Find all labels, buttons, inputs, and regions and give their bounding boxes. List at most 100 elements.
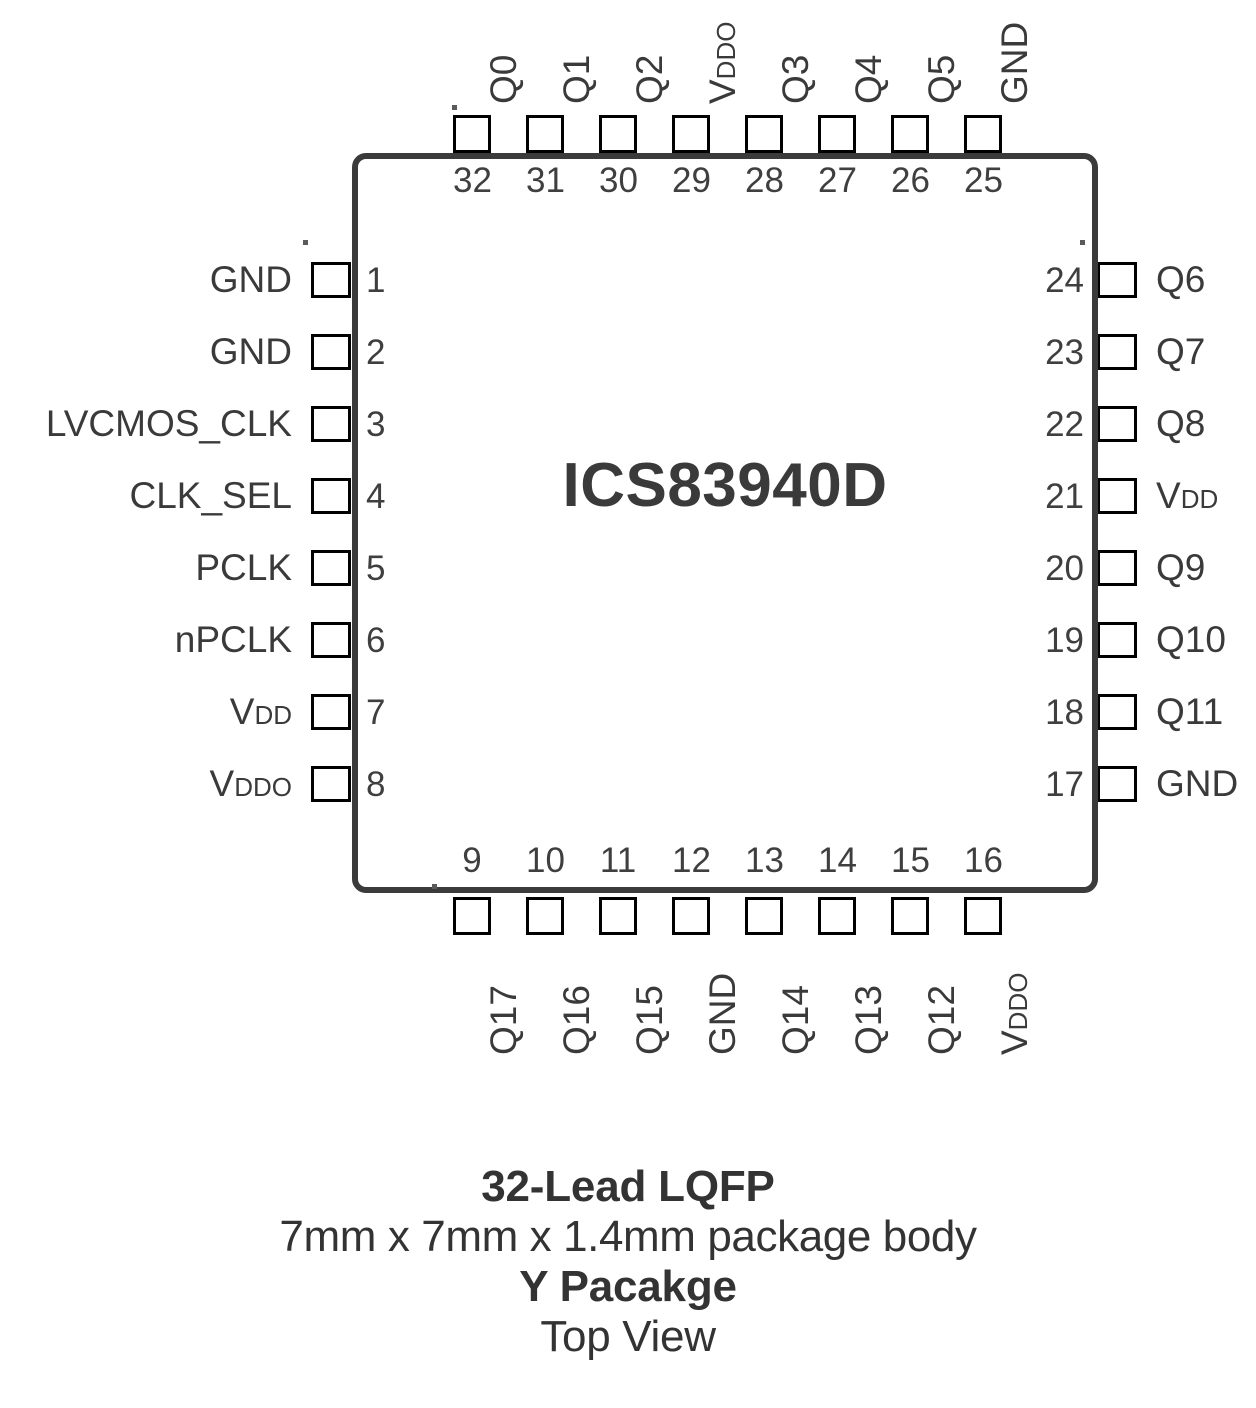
pin-label-3: LVCMOS_CLK: [45, 403, 292, 444]
caption-line-view: Top View: [540, 1312, 716, 1362]
pin-lead-27: [818, 115, 856, 153]
pin-lead-26: [891, 115, 929, 153]
pin-label-28: Q3: [775, 54, 816, 104]
pin-label-13: Q14: [775, 985, 816, 1055]
pin-label-26: Q5: [921, 54, 962, 104]
pin-number-14: 14: [818, 841, 857, 880]
pin-lead-32: [453, 115, 491, 153]
pin-number-21: 21: [1045, 477, 1084, 516]
pin-number-1: 1: [366, 261, 386, 300]
pin-label-6: nPCLK: [174, 619, 292, 660]
pin-number-26: 26: [891, 161, 930, 200]
pin-label-21: VDD: [1156, 475, 1219, 516]
orientation-dot-bottomstrip: [432, 884, 437, 889]
pin-number-32: 32: [453, 161, 492, 200]
pin-label-24: Q6: [1156, 259, 1206, 300]
pin-label-27: Q4: [848, 54, 889, 104]
pin-lead-14: [818, 897, 856, 935]
pin-number-29: 29: [672, 161, 711, 200]
caption-line-lead-count: 32-Lead LQFP: [481, 1162, 775, 1211]
pin1-orientation-dot-topleft: [303, 240, 308, 245]
pin-lead-18: [1097, 694, 1137, 730]
pin-lead-22: [1097, 406, 1137, 442]
pin-label-31: Q1: [556, 54, 597, 104]
pin-number-11: 11: [599, 841, 637, 880]
pin-label-17: GND: [1156, 763, 1239, 804]
pin-number-25: 25: [964, 161, 1003, 200]
pin-label-23: Q7: [1156, 331, 1206, 372]
pin-label-8: VDDO: [209, 763, 292, 804]
pin-number-30: 30: [599, 161, 638, 200]
pin-number-31: 31: [526, 161, 565, 200]
pin-number-20: 20: [1045, 549, 1084, 588]
pin-number-2: 2: [366, 333, 386, 372]
pin-number-15: 15: [891, 841, 930, 880]
pin-lead-5: [311, 550, 351, 586]
pin-number-16: 16: [964, 841, 1003, 880]
pin-lead-21: [1097, 478, 1137, 514]
pin-lead-13: [745, 897, 783, 935]
pin-lead-17: [1097, 766, 1137, 802]
pin-lead-30: [599, 115, 637, 153]
pin-lead-6: [311, 622, 351, 658]
pin-lead-10: [526, 897, 564, 935]
pin-lead-15: [891, 897, 929, 935]
pin-number-7: 7: [366, 693, 386, 732]
pin-label-2: GND: [209, 331, 292, 372]
pin-number-12: 12: [672, 841, 711, 880]
pin-label-1: GND: [209, 259, 292, 300]
pin-label-7: VDD: [229, 691, 292, 732]
pin-number-18: 18: [1045, 693, 1084, 732]
pin-number-23: 23: [1045, 333, 1084, 372]
pin-label-20: Q9: [1156, 547, 1206, 588]
pin-number-19: 19: [1045, 621, 1084, 660]
pin-lead-1: [311, 262, 351, 298]
pin-number-28: 28: [745, 161, 784, 200]
pin-label-19: Q10: [1156, 619, 1226, 660]
pin-label-22: Q8: [1156, 403, 1206, 444]
pin-number-24: 24: [1045, 261, 1084, 300]
orientation-dot-topright: [1080, 240, 1085, 245]
pin-label-10: Q16: [556, 985, 597, 1055]
pin-label-9: Q17: [483, 985, 524, 1055]
pin-label-5: PCLK: [195, 547, 292, 588]
pin-label-11: Q15: [629, 985, 670, 1055]
pin-lead-9: [453, 897, 491, 935]
part-number-label: ICS83940D: [562, 451, 888, 520]
pin-lead-24: [1097, 262, 1137, 298]
pin-label-25: GND: [994, 21, 1035, 104]
pin-number-17: 17: [1045, 765, 1084, 804]
orientation-dot-topstrip: [452, 105, 457, 110]
pin-number-8: 8: [366, 765, 386, 804]
pin-label-14: Q13: [848, 985, 889, 1055]
pin-label-15: Q12: [921, 985, 962, 1055]
pin-number-4: 4: [366, 477, 386, 516]
pin-lead-25: [964, 115, 1002, 153]
pin-lead-3: [311, 406, 351, 442]
caption-line-package: Y Pacakge: [519, 1262, 737, 1312]
pin-number-6: 6: [366, 621, 386, 660]
pin-lead-12: [672, 897, 710, 935]
pin-label-4: CLK_SEL: [129, 475, 293, 516]
caption-line-body-size: 7mm x 7mm x 1.4mm package body: [279, 1212, 977, 1262]
package-body-outline: [352, 153, 1098, 893]
pin-lead-7: [311, 694, 351, 730]
package-caption: 32-Lead LQFP 7mm x 7mm x 1.4mm package b…: [0, 1162, 1256, 1363]
pin-lead-2: [311, 334, 351, 370]
pin-lead-20: [1097, 550, 1137, 586]
pin-number-22: 22: [1045, 405, 1084, 444]
pin-label-18: Q11: [1156, 691, 1224, 732]
pin-label-29: VDDO: [702, 21, 743, 104]
pin-lead-4: [311, 478, 351, 514]
pin-number-3: 3: [366, 405, 386, 444]
pin-lead-23: [1097, 334, 1137, 370]
pin-number-10: 10: [526, 841, 565, 880]
pin-lead-11: [599, 897, 637, 935]
pin-lead-8: [311, 766, 351, 802]
pin-lead-19: [1097, 622, 1137, 658]
pin-label-12: GND: [702, 972, 743, 1055]
pin-label-32: Q0: [483, 54, 524, 104]
pin-number-13: 13: [745, 841, 784, 880]
pin-lead-28: [745, 115, 783, 153]
